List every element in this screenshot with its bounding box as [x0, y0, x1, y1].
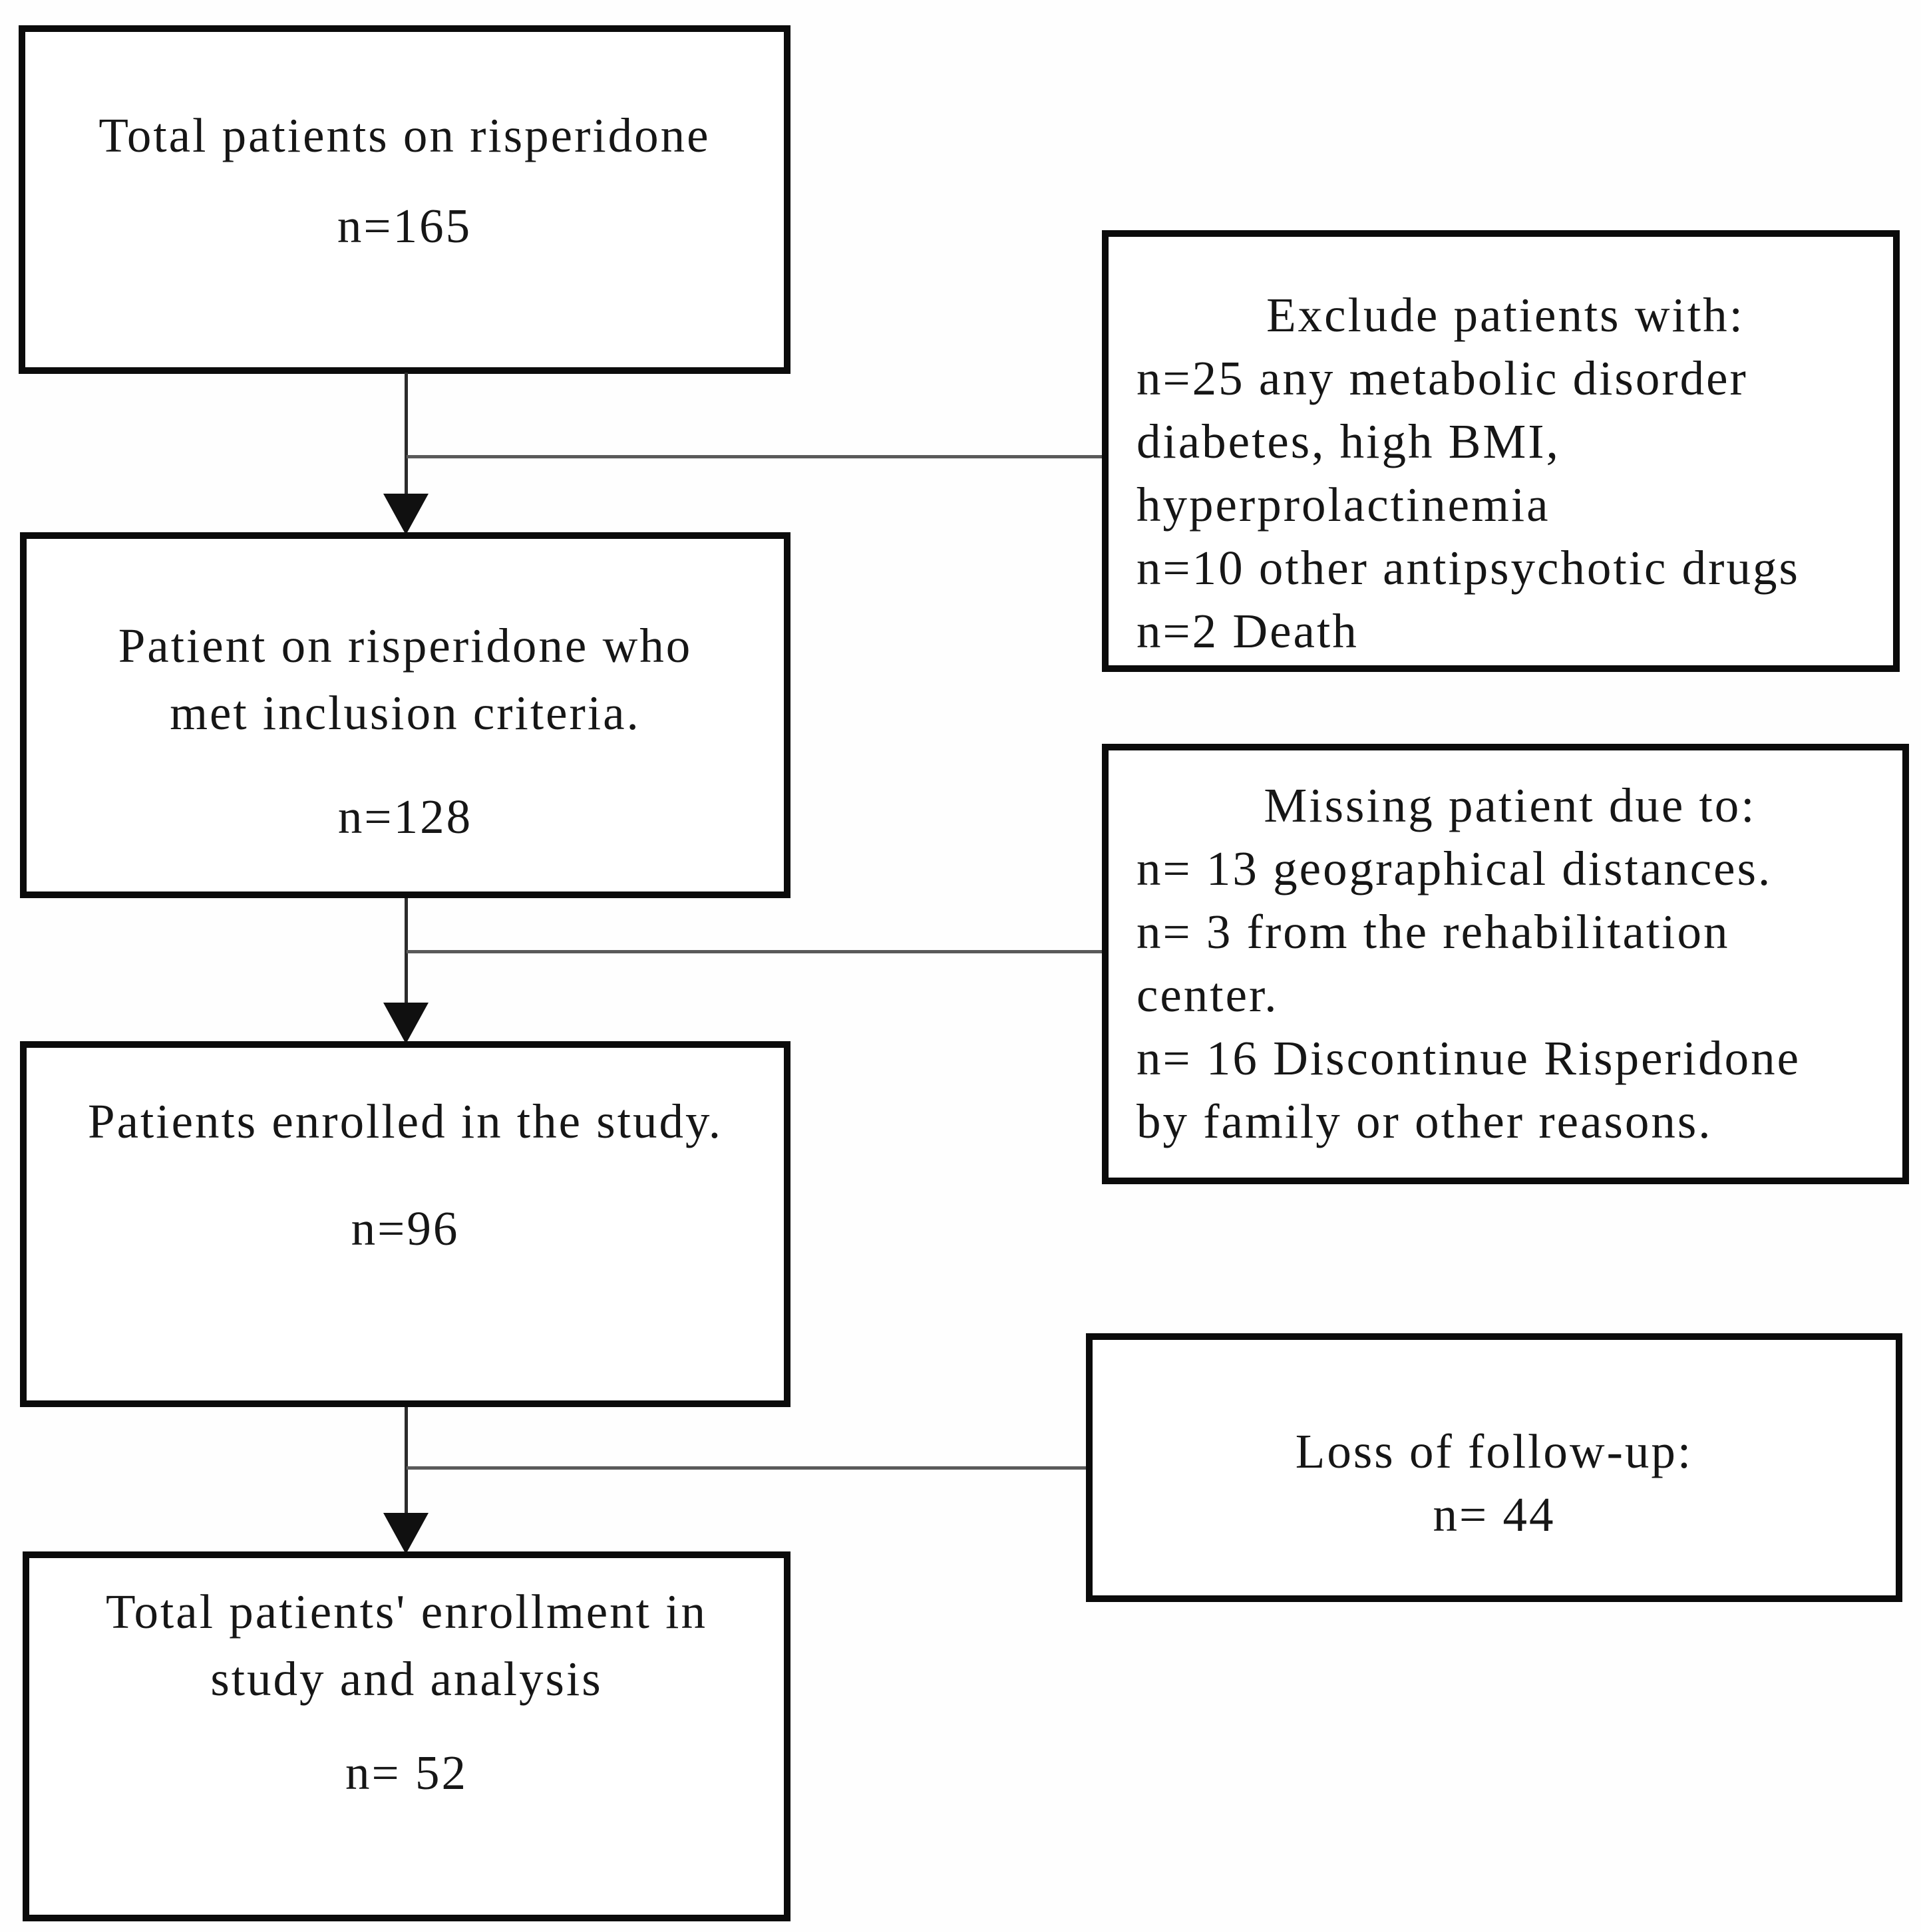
exclude-line: n=25 any metabolic disorder — [1136, 351, 1748, 405]
box-count: n=128 — [337, 790, 473, 844]
box-title: Patient on risperidone who — [118, 619, 693, 673]
box-final-enrollment: Total patients' enrollment in study and … — [23, 1551, 790, 1921]
box-count: n=165 — [337, 199, 472, 253]
box-inclusion-criteria: Patient on risperidone who met inclusion… — [20, 532, 790, 898]
missing-line: n= 3 from the rehabilitation — [1136, 905, 1730, 959]
box-heading: Missing patient due to: — [1264, 778, 1757, 832]
box-total-patients: Total patients on risperidone n=165 — [19, 25, 790, 374]
arrow-down-icon — [383, 494, 429, 535]
box-count: n= 52 — [345, 1746, 468, 1800]
box-title: met inclusion criteria. — [170, 686, 641, 740]
arrow-shaft — [404, 1407, 408, 1513]
arrow-total-to-inclusion — [382, 373, 430, 535]
exclude-line: n=10 other antipsychotic drugs — [1136, 541, 1800, 595]
exclude-line: hyperprolactinemia — [1136, 478, 1550, 532]
box-loss-of-followup: Loss of follow-up: n= 44 — [1086, 1333, 1902, 1602]
missing-line: n= 13 geographical distances. — [1136, 842, 1773, 895]
arrow-shaft — [404, 898, 408, 1003]
box-missing-patients: Missing patient due to: n= 13 geographic… — [1102, 744, 1909, 1184]
arrow-down-icon — [383, 1003, 429, 1044]
missing-line: by family or other reasons. — [1136, 1094, 1713, 1148]
exclude-line: diabetes, high BMI, — [1136, 414, 1560, 468]
box-exclude-criteria: Exclude patients with: n=25 any metaboli… — [1102, 230, 1900, 672]
box-title: Total patients on risperidone — [98, 108, 711, 162]
connector-to-loss-box — [407, 1466, 1086, 1470]
box-title: study and analysis — [210, 1652, 603, 1706]
missing-line: center. — [1136, 968, 1279, 1022]
box-title: Patients enrolled in the study. — [88, 1094, 723, 1148]
box-count: n=96 — [351, 1202, 460, 1255]
connector-to-missing-box — [407, 950, 1102, 953]
missing-line: n= 16 Discontinue Risperidone — [1136, 1031, 1801, 1085]
arrow-inclusion-to-enrolled — [382, 898, 430, 1044]
box-heading: Loss of follow-up: — [1295, 1424, 1693, 1478]
arrow-shaft — [404, 373, 408, 494]
arrow-down-icon — [383, 1513, 429, 1554]
box-heading: Exclude patients with: — [1266, 288, 1745, 342]
box-title: Total patients' enrollment in — [106, 1585, 707, 1639]
box-enrolled-patients: Patients enrolled in the study. n=96 — [20, 1041, 790, 1407]
connector-to-exclude-box — [407, 455, 1102, 458]
box-count: n= 44 — [1433, 1488, 1556, 1541]
arrow-enrolled-to-final — [382, 1407, 430, 1554]
exclude-line: n=2 Death — [1136, 604, 1359, 658]
